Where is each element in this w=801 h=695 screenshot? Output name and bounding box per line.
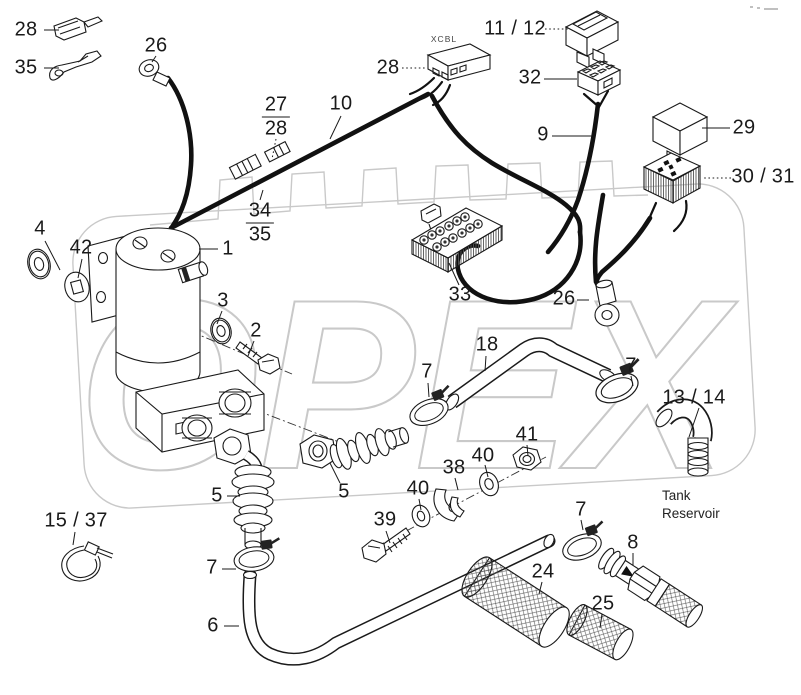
relay-29 xyxy=(651,102,709,166)
hose-18 xyxy=(444,337,617,411)
mesh-filter-25 xyxy=(566,604,634,661)
washer-4 xyxy=(27,248,51,280)
nut-41 xyxy=(512,446,542,471)
connector-block-33 xyxy=(410,203,504,273)
xcbl-connector xyxy=(408,43,492,107)
mesh-tube-24 xyxy=(461,556,570,648)
inline-connector-27-28 xyxy=(263,140,291,163)
wiring-harness xyxy=(165,75,688,305)
relay-socket-30-31 xyxy=(642,152,702,204)
bellows-hose-5-mid xyxy=(329,427,410,470)
fitting-nut-mid xyxy=(299,434,337,469)
hose-6 xyxy=(242,533,556,666)
pump-assembly-1 xyxy=(115,227,265,453)
bolt-39 xyxy=(361,527,411,563)
bellows-hose-5-left xyxy=(231,464,275,550)
rocker-switch-11-12 xyxy=(564,10,620,69)
leader-lines xyxy=(44,28,731,629)
ring-terminal-26-mid xyxy=(594,279,620,327)
saddle-clamp-38 xyxy=(433,488,465,522)
washer-40-lower xyxy=(411,504,431,528)
connector-32 xyxy=(576,60,622,109)
inline-connector-34-35 xyxy=(228,153,262,180)
ring-terminal-26-top xyxy=(138,59,171,87)
corner-mark xyxy=(750,6,778,10)
check-valve-8 xyxy=(598,547,704,628)
washer-40-upper xyxy=(479,471,499,497)
elbow-fitting-13-14 xyxy=(655,398,713,477)
terminal-35 xyxy=(49,50,102,81)
cable-tie-15-37 xyxy=(61,541,114,582)
spade-connector-28 xyxy=(53,16,103,41)
axis-line-hardware xyxy=(375,456,547,548)
grommet-42 xyxy=(64,271,90,303)
